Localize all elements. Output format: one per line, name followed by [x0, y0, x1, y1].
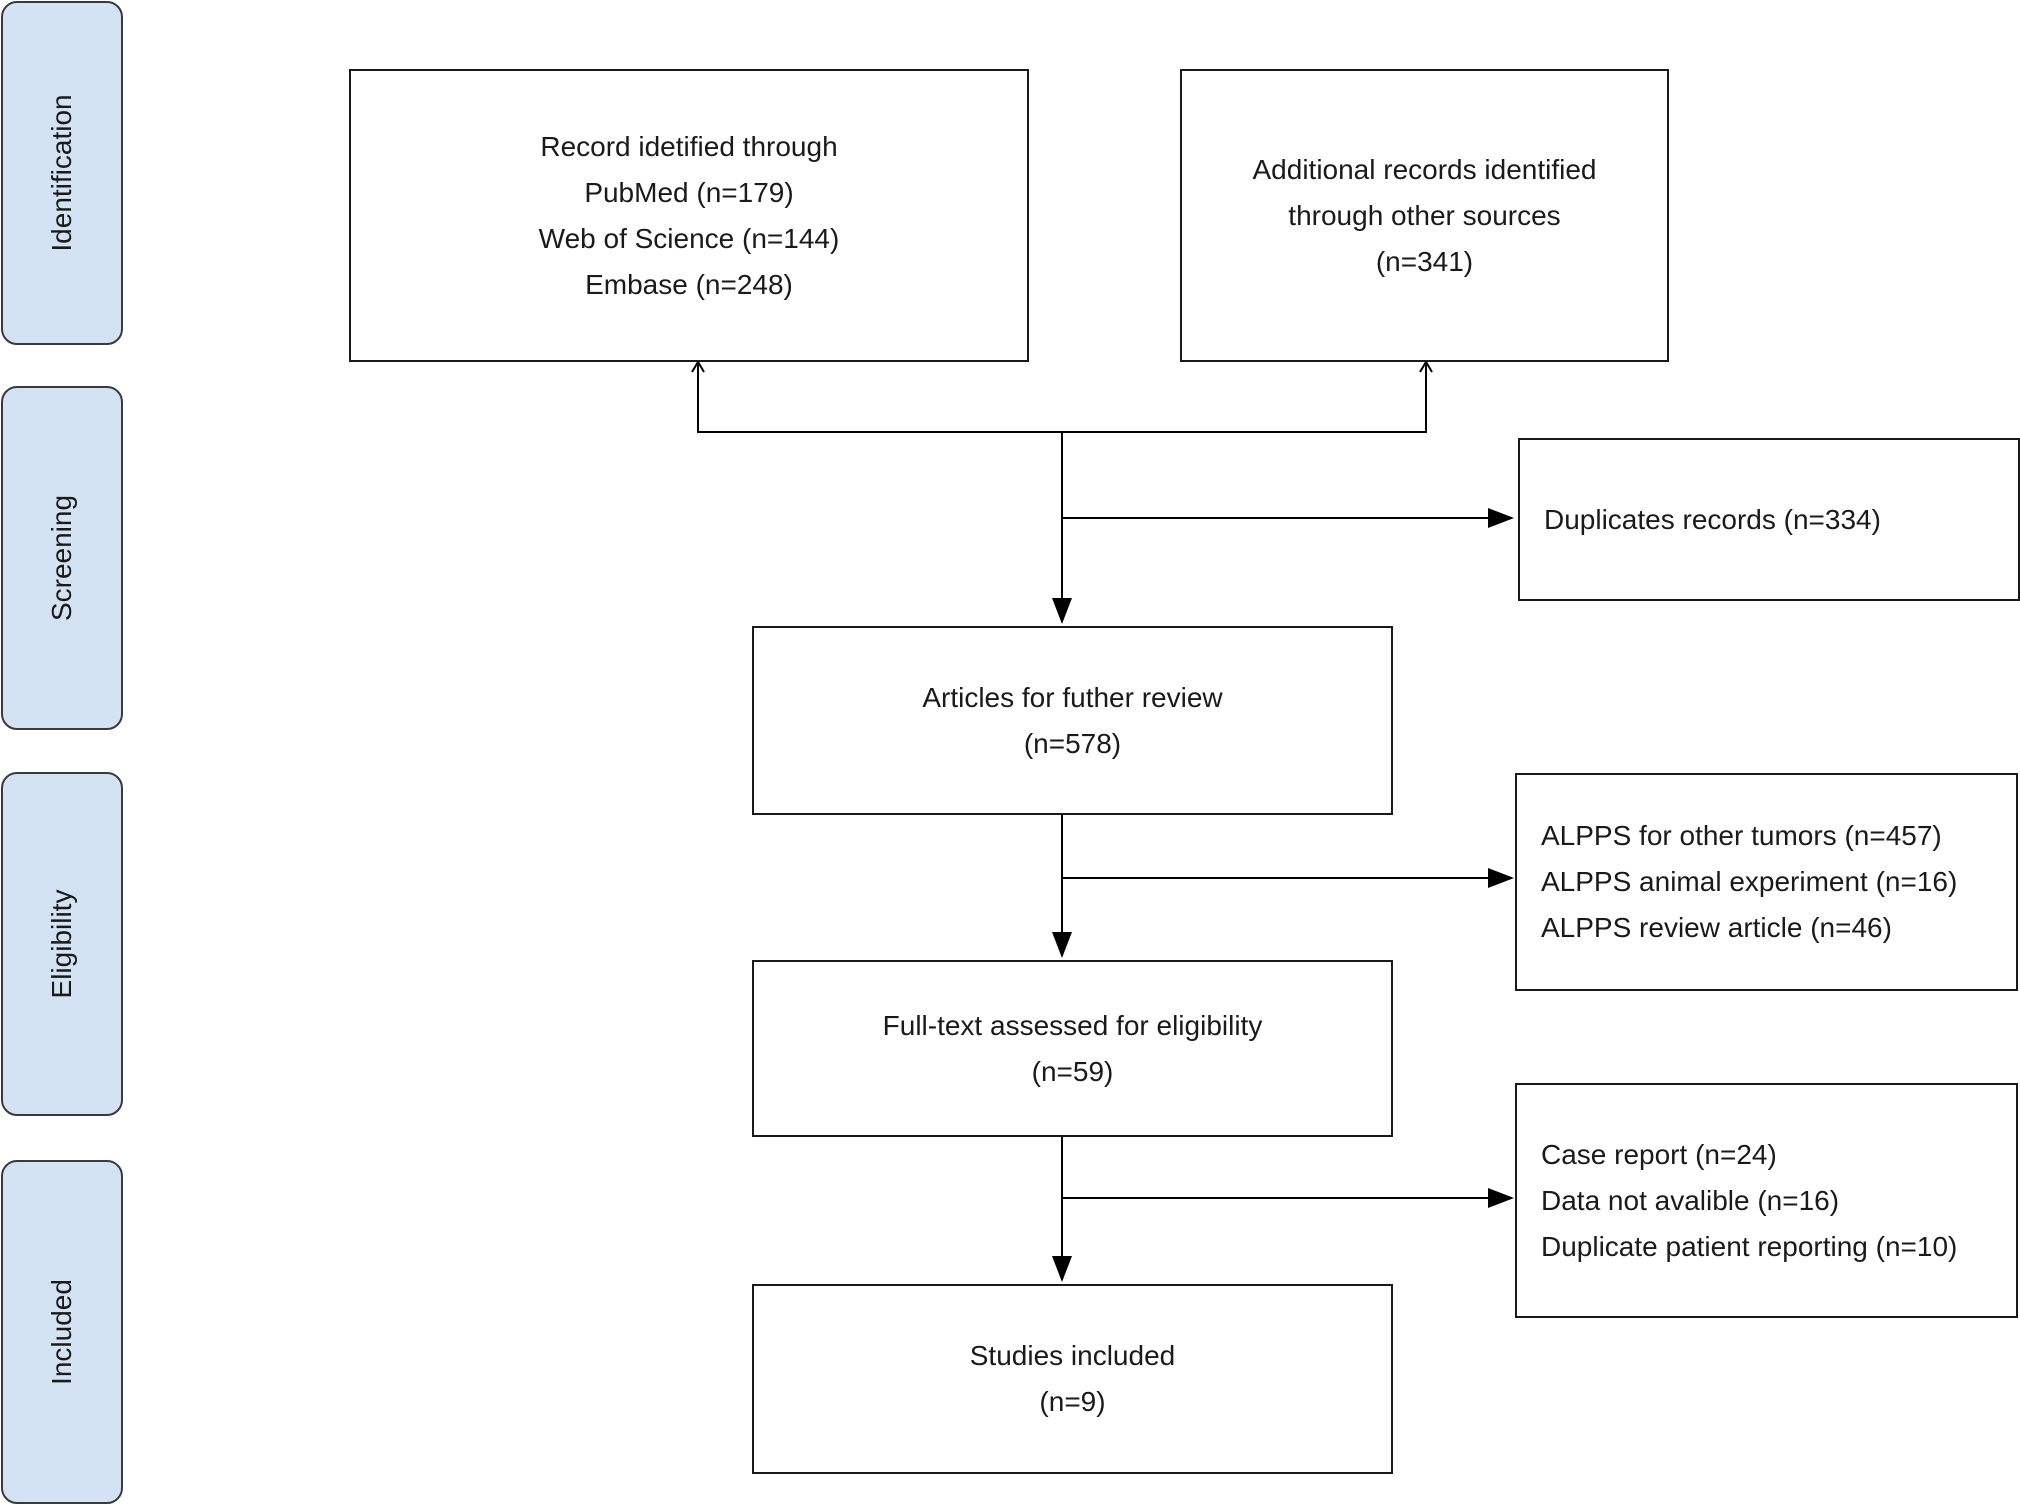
box-line: Additional records identified: [1252, 153, 1597, 185]
merge-connector: [697, 362, 1427, 433]
duplicates-box: Duplicates records (n=334): [1518, 438, 2020, 601]
box-line: Record idetified through: [540, 130, 838, 162]
studies-included-box: Studies included (n=9): [752, 1284, 1393, 1474]
excluded-eligibility-box: ALPPS for other tumors (n=457) ALPPS ani…: [1515, 773, 2018, 991]
arrowhead-further-review: [1052, 598, 1072, 624]
records-database-box: Record idetified through PubMed (n=179) …: [349, 69, 1029, 362]
box-line: Studies included: [969, 1340, 1176, 1371]
phase-label: Identification: [46, 94, 77, 252]
box-line: Web of Science (n=144): [538, 222, 840, 254]
box-line: (n=59): [1031, 1055, 1114, 1087]
box-line: (n=341): [1375, 245, 1474, 277]
phase-screening: Screening: [1, 386, 123, 730]
box-line: ALPPS for other tumors (n=457): [1541, 820, 1942, 851]
box-line: ALPPS review article (n=46): [1541, 912, 1892, 943]
phase-eligibility: Eligibility: [1, 772, 123, 1116]
up-tick-left: [691, 360, 705, 373]
records-other-sources-box: Additional records identified through ot…: [1180, 69, 1669, 362]
box-line: (n=578): [1023, 727, 1122, 759]
up-tick-right: [1419, 360, 1433, 373]
box-line: Duplicate patient reporting (n=10): [1541, 1230, 1958, 1262]
phase-label: Eligibility: [46, 889, 77, 999]
phase-included: Included: [1, 1160, 123, 1504]
box-line: PubMed (n=179): [584, 176, 794, 208]
excluded-full-text-box: Case report (n=24) Data not avalible (n=…: [1515, 1083, 2018, 1318]
box-line: Data not avalible (n=16): [1541, 1184, 1840, 1216]
arrowhead-excluded-2: [1488, 1188, 1514, 1208]
arrowhead-duplicates: [1488, 508, 1514, 528]
phase-identification: Identification: [1, 1, 123, 345]
box-line: Full-text assessed for eligibility: [882, 1009, 1263, 1041]
box-line: (n=9): [1039, 1386, 1106, 1417]
box-line: Embase (n=248): [585, 268, 793, 300]
box-line: ALPPS animal experiment (n=16): [1541, 866, 1958, 897]
box-line: through other sources: [1288, 199, 1561, 231]
phase-label: Included: [46, 1279, 77, 1385]
further-review-box: Articles for futher review (n=578): [752, 626, 1393, 815]
arrowhead-excluded-1: [1488, 868, 1514, 888]
phase-label: Screening: [46, 494, 77, 622]
box-line: Case report (n=24): [1541, 1138, 1777, 1170]
arrowhead-included: [1052, 1256, 1072, 1282]
box-line: Duplicates records (n=334): [1544, 503, 1881, 535]
box-line: Articles for futher review: [922, 681, 1223, 713]
arrowhead-full-text: [1052, 932, 1072, 958]
full-text-box: Full-text assessed for eligibility (n=59…: [752, 960, 1393, 1137]
